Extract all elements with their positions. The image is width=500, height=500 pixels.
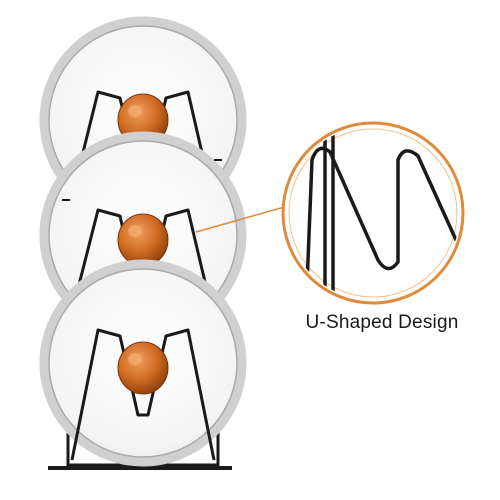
rack-hook-bottom — [70, 328, 216, 461]
rack-side-marks — [62, 159, 222, 201]
caption-text: U-Shaped Design — [305, 312, 459, 333]
callout-connector — [195, 205, 289, 233]
zoom-detail — [281, 121, 465, 305]
lid-knob-bottom — [117, 341, 169, 395]
lid-knob-middle — [117, 213, 169, 267]
